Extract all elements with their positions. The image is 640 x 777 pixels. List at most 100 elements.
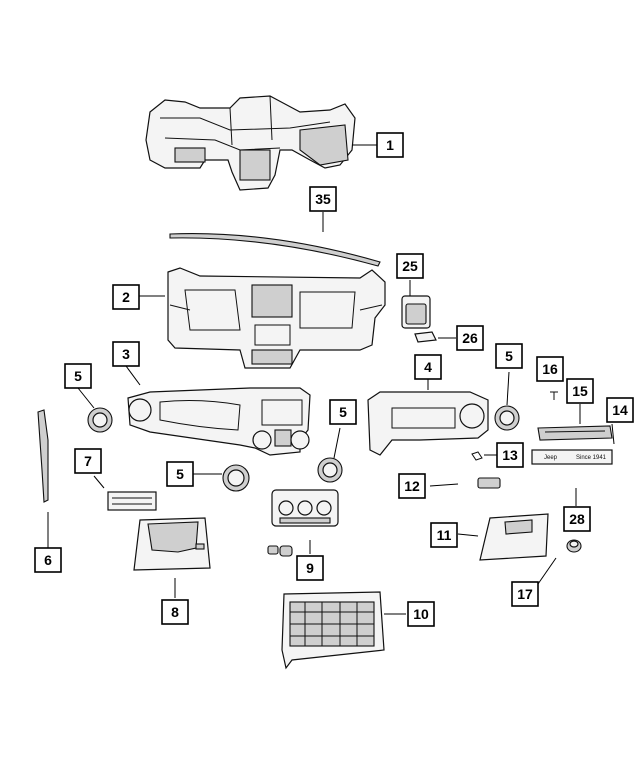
part-speaker-block	[401, 295, 431, 329]
callout-number: 6	[44, 552, 52, 568]
callout-5: 5	[64, 363, 92, 389]
callout-number: 10	[413, 606, 429, 622]
callout-number: 12	[404, 478, 420, 494]
callout-box	[296, 555, 324, 581]
callout-box	[112, 284, 140, 310]
callout-number: 15	[572, 383, 588, 399]
callout-13: 13	[496, 442, 524, 468]
callout-box	[566, 378, 594, 404]
callout-box	[456, 325, 484, 351]
callout-6: 6	[34, 547, 62, 573]
callout-16: 16	[536, 356, 564, 382]
part-climate-bezel	[271, 489, 339, 527]
part-side-trim	[37, 409, 49, 503]
callout-box	[166, 461, 194, 487]
part-storage-bin	[281, 591, 385, 670]
callout-number: 9	[306, 560, 314, 576]
callout-box	[396, 253, 424, 279]
callout-14: 14	[606, 397, 634, 423]
callout-box	[161, 599, 189, 625]
callout-7: 7	[74, 448, 102, 474]
callout-number: 5	[505, 348, 513, 364]
part-vent-left	[87, 407, 113, 433]
part-latch	[477, 477, 501, 489]
callout-number: 13	[502, 447, 518, 463]
callout-2: 2	[112, 284, 140, 310]
callout-number: 26	[462, 330, 478, 346]
callout-number: 3	[122, 346, 130, 362]
callout-3: 3	[112, 341, 140, 367]
part-jeep-badge: Jeep Since 1941	[531, 449, 613, 465]
callout-box	[407, 601, 435, 627]
callout-box	[536, 356, 564, 382]
callout-5: 5	[166, 461, 194, 487]
part-instrument-panel	[167, 267, 386, 369]
callout-box	[112, 341, 140, 367]
callout-number: 1	[386, 137, 394, 153]
callout-number: 25	[402, 258, 418, 274]
callout-box	[430, 522, 458, 548]
callout-9: 9	[296, 555, 324, 581]
callout-12: 12	[398, 473, 426, 499]
callout-1: 1	[376, 132, 404, 158]
callout-box	[511, 581, 539, 607]
callout-number: 28	[569, 511, 585, 527]
part-vent-center	[222, 464, 250, 492]
part-glovebox-door	[479, 513, 549, 561]
callout-number: 5	[339, 404, 347, 420]
part-bracket	[471, 451, 483, 461]
part-knee-panel	[133, 517, 211, 571]
callout-box	[34, 547, 62, 573]
badge-brand-text: Jeep	[544, 455, 558, 461]
part-screw	[550, 391, 558, 400]
callout-number: 5	[176, 466, 184, 482]
part-passenger-panel	[367, 391, 489, 456]
callout-4: 4	[414, 354, 442, 380]
part-vent-mid	[317, 457, 343, 483]
callout-number: 8	[171, 604, 179, 620]
callout-10: 10	[407, 601, 435, 627]
part-cluster-bezel	[127, 387, 311, 456]
callout-box	[329, 399, 357, 425]
callout-box	[64, 363, 92, 389]
callout-number: 17	[517, 586, 533, 602]
callout-17: 17	[511, 581, 539, 607]
callout-15: 15	[566, 378, 594, 404]
callout-box	[606, 397, 634, 423]
callout-28: 28	[563, 506, 591, 532]
part-knob	[267, 545, 293, 557]
callout-box	[74, 448, 102, 474]
part-grab-handle	[537, 425, 613, 441]
callout-box	[495, 343, 523, 369]
callout-8: 8	[161, 599, 189, 625]
callout-box	[496, 442, 524, 468]
callout-number: 4	[424, 359, 432, 375]
part-cross-car-beam	[145, 95, 356, 191]
callout-number: 5	[74, 368, 82, 384]
part-button-cap	[566, 539, 582, 553]
callout-box	[398, 473, 426, 499]
callout-number: 35	[315, 191, 331, 207]
callout-11: 11	[430, 522, 458, 548]
part-clip	[414, 331, 437, 343]
badge-since-text: Since 1941	[576, 455, 607, 461]
callout-box	[309, 186, 337, 212]
callout-number: 14	[612, 402, 628, 418]
callout-26: 26	[456, 325, 484, 351]
callout-box	[376, 132, 404, 158]
callout-5: 5	[329, 399, 357, 425]
callout-box	[563, 506, 591, 532]
callout-number: 11	[437, 527, 452, 543]
part-vent-right	[494, 405, 520, 431]
part-dash-top-strip	[169, 233, 381, 267]
callout-number: 7	[84, 453, 92, 469]
part-switch-bank	[107, 491, 157, 511]
callout-box	[414, 354, 442, 380]
callout-number: 16	[542, 361, 558, 377]
callout-number: 2	[122, 289, 130, 305]
callout-25: 25	[396, 253, 424, 279]
callout-5: 5	[495, 343, 523, 369]
callout-35: 35	[309, 186, 337, 212]
